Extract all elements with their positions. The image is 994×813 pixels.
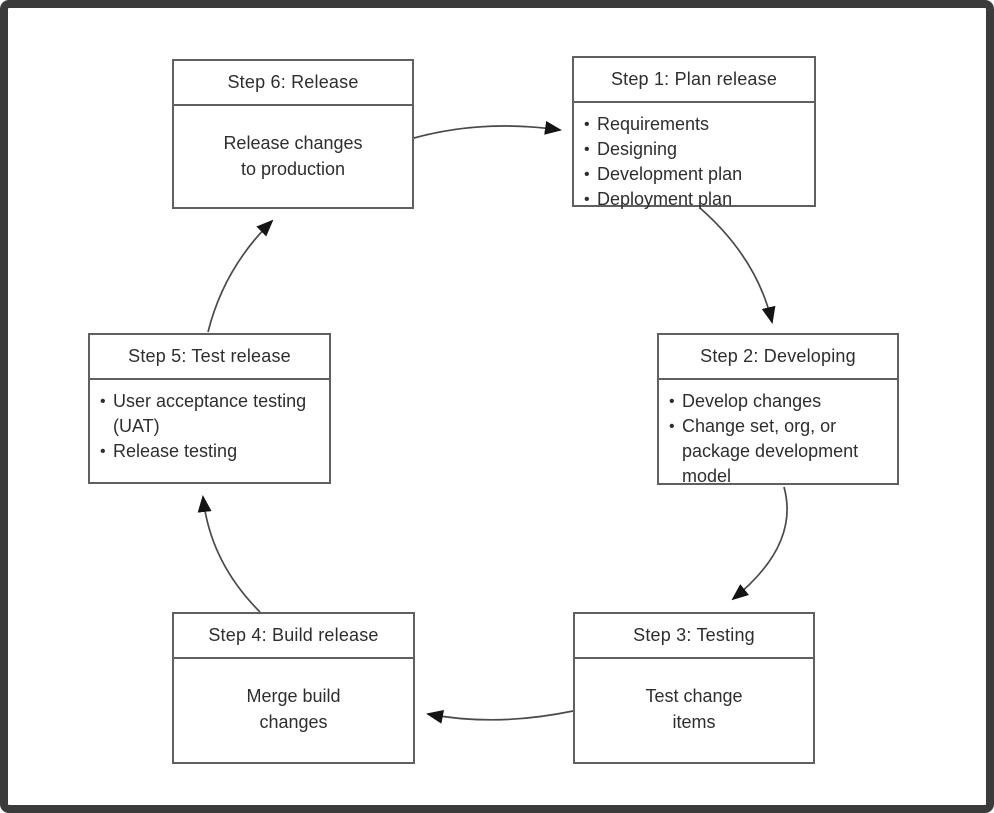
step-3-body: Test change items — [575, 659, 813, 758]
bullet-text: Deployment plan — [597, 189, 733, 209]
step-2-developing-box: Step 2: Developing • Develop changes • C… — [657, 333, 899, 486]
bullet-text: Change set, org, or package development … — [682, 416, 859, 486]
list-item: • Release testing — [100, 439, 321, 464]
list-item: • Development plan — [584, 162, 806, 187]
step-4-body-line: changes — [259, 711, 328, 732]
list-item: • Change set, org, or package developmen… — [669, 414, 889, 489]
step-5-body: • User acceptance testing (UAT) • Releas… — [90, 380, 329, 470]
step-6-body-line: Release changes — [223, 132, 363, 153]
step-6-body: Release changes to production — [174, 106, 412, 205]
bullet-text: Development plan — [597, 164, 743, 184]
list-item: • Deployment plan — [584, 187, 806, 212]
step-4-build-release-box: Step 4: Build release Merge build change… — [172, 612, 415, 764]
step-4-body-line: Merge build — [246, 685, 341, 706]
bullet-icon: • — [584, 141, 590, 158]
arrow-step3-to-step4 — [426, 709, 574, 724]
step-3-title: Step 3: Testing — [575, 614, 813, 659]
step-5-bullet-list: • User acceptance testing (UAT) • Releas… — [90, 380, 329, 470]
step-3-body-line: Test change — [645, 685, 743, 706]
list-item: • Develop changes — [669, 389, 889, 414]
step-2-bullet-list: • Develop changes • Change set, org, or … — [659, 380, 897, 495]
bullet-text: Designing — [597, 139, 678, 159]
bullet-icon: • — [584, 191, 590, 208]
step-1-body: • Requirements • Designing • Development… — [574, 103, 814, 218]
step-6-release-box: Step 6: Release Release changes to produ… — [172, 59, 414, 209]
bullet-text: Release testing — [113, 441, 238, 461]
bullet-icon: • — [584, 166, 590, 183]
list-item: • Requirements — [584, 112, 806, 137]
bullet-icon: • — [100, 393, 106, 410]
step-5-title: Step 5: Test release — [90, 335, 329, 380]
list-item: • Designing — [584, 137, 806, 162]
arrow-step1-to-step2 — [699, 207, 776, 324]
arrow-step6-to-step1 — [413, 120, 562, 139]
bullet-text: User acceptance testing (UAT) — [113, 391, 307, 436]
list-item: • User acceptance testing (UAT) — [100, 389, 321, 439]
step-1-title: Step 1: Plan release — [574, 58, 814, 103]
step-6-body-line: to production — [240, 158, 346, 179]
step-2-body: • Develop changes • Change set, org, or … — [659, 380, 897, 495]
step-2-title: Step 2: Developing — [659, 335, 897, 380]
step-3-body-line: items — [672, 711, 716, 732]
arrow-step5-to-step6 — [207, 219, 274, 333]
step-4-title: Step 4: Build release — [174, 614, 413, 659]
step-6-title: Step 6: Release — [174, 61, 412, 106]
step-3-testing-box: Step 3: Testing Test change items — [573, 612, 815, 764]
bullet-icon: • — [669, 393, 675, 410]
bullet-icon: • — [584, 116, 590, 133]
arrow-step2-to-step3 — [731, 486, 788, 601]
step-1-bullet-list: • Requirements • Designing • Development… — [574, 103, 814, 218]
step-5-test-release-box: Step 5: Test release • User acceptance t… — [88, 333, 331, 484]
bullet-icon: • — [100, 443, 106, 460]
bullet-icon: • — [669, 418, 675, 435]
step-4-body: Merge build changes — [174, 659, 413, 758]
arrow-step4-to-step5 — [197, 495, 261, 613]
bullet-text: Requirements — [597, 114, 710, 134]
bullet-text: Develop changes — [682, 391, 822, 411]
step-1-plan-release-box: Step 1: Plan release • Requirements • De… — [572, 56, 816, 209]
